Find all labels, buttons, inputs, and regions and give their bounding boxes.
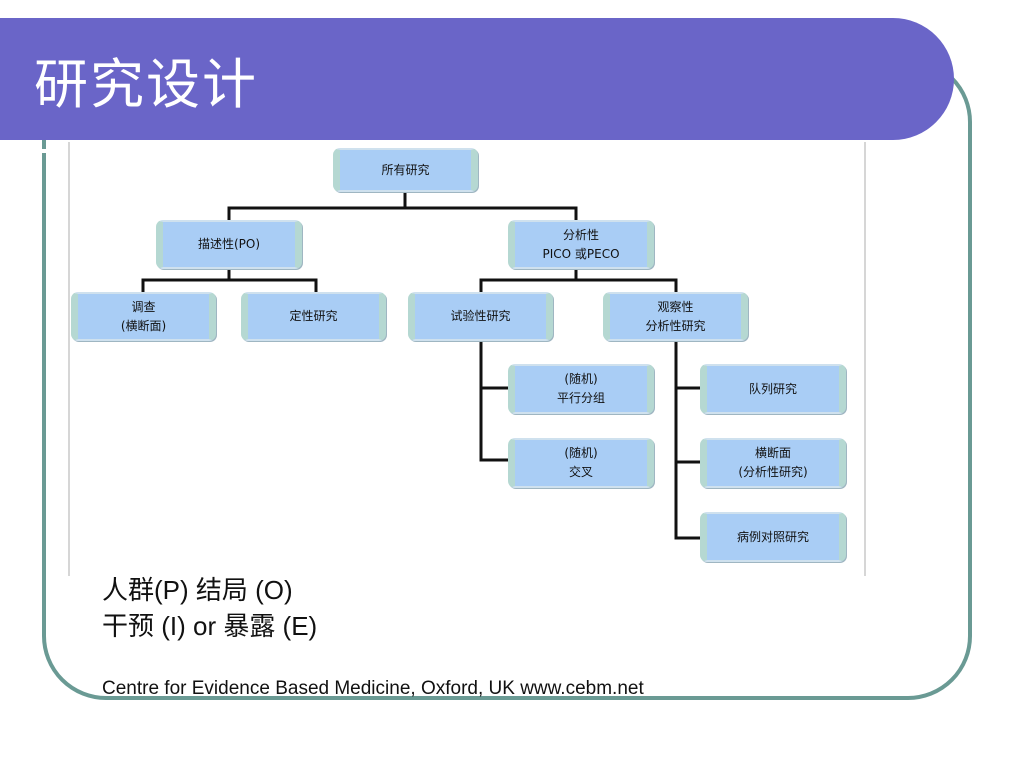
node-rct-parallel-label: (随机) [564, 372, 598, 386]
title-bar: 研究设计 [0, 18, 954, 153]
source-citation: Centre for Evidence Based Medicine, Oxfo… [102, 678, 644, 699]
node-survey-sublabel: (横断面) [120, 318, 167, 333]
pico-notes: 人群(P) 结局 (O) 干预 (I) or 暴露 (E) [102, 572, 317, 644]
node-cross-sectional: 横断面 (分析性研究) [700, 438, 846, 488]
pico-note-population-outcome: 人群(P) 结局 (O) [102, 575, 293, 605]
node-descriptive: 描述性(PO) [156, 220, 302, 269]
pico-note-intervention-exposure: 干预 (I) or 暴露 (E) [102, 611, 318, 641]
node-experimental-label: 试验性研究 [450, 309, 511, 323]
node-observational-label: 观察性 [657, 299, 694, 314]
node-experimental: 试验性研究 [408, 292, 553, 341]
node-analytic-sublabel: PICO 或PECO [542, 246, 620, 261]
diagram-border-right [864, 142, 866, 576]
node-case-control-label: 病例对照研究 [736, 529, 809, 544]
node-rct-parallel: (随机) 平行分组 [508, 364, 654, 414]
node-descriptive-label: 描述性(PO) [197, 237, 261, 251]
connector-lines [141, 190, 702, 540]
node-cohort-label: 队列研究 [748, 381, 797, 396]
node-case-control: 病例对照研究 [700, 512, 846, 562]
node-analytic-label: 分析性 [562, 227, 599, 242]
node-observational: 观察性 分析性研究 [603, 292, 748, 341]
node-cohort: 队列研究 [700, 364, 846, 414]
node-rct-parallel-sublabel: 平行分组 [556, 391, 605, 405]
node-analytic: 分析性 PICO 或PECO [508, 220, 654, 269]
node-cross-sectional-sublabel: (分析性研究) [738, 465, 808, 479]
node-survey-label: 调查 [131, 299, 156, 314]
node-survey: 调查 (横断面) [71, 292, 216, 341]
node-all-studies: 所有研究 [333, 148, 478, 192]
diagram-border-left [68, 142, 70, 576]
study-design-diagram: 所有研究 描述性(PO) 分析性 PICO 或PECO 调查 (横断面) 定性研… [68, 142, 866, 576]
slide-title: 研究设计 [34, 53, 258, 116]
node-cross-sectional-label: 横断面 [754, 446, 791, 460]
node-rct-crossover-sublabel: 交叉 [568, 465, 593, 479]
node-rct-crossover-label: (随机) [564, 446, 598, 460]
node-all-studies-label: 所有研究 [381, 162, 430, 177]
node-rct-crossover: (随机) 交叉 [508, 438, 654, 488]
node-qualitative: 定性研究 [241, 292, 386, 341]
node-observational-sublabel: 分析性研究 [645, 318, 706, 333]
node-qualitative-label: 定性研究 [289, 309, 338, 323]
